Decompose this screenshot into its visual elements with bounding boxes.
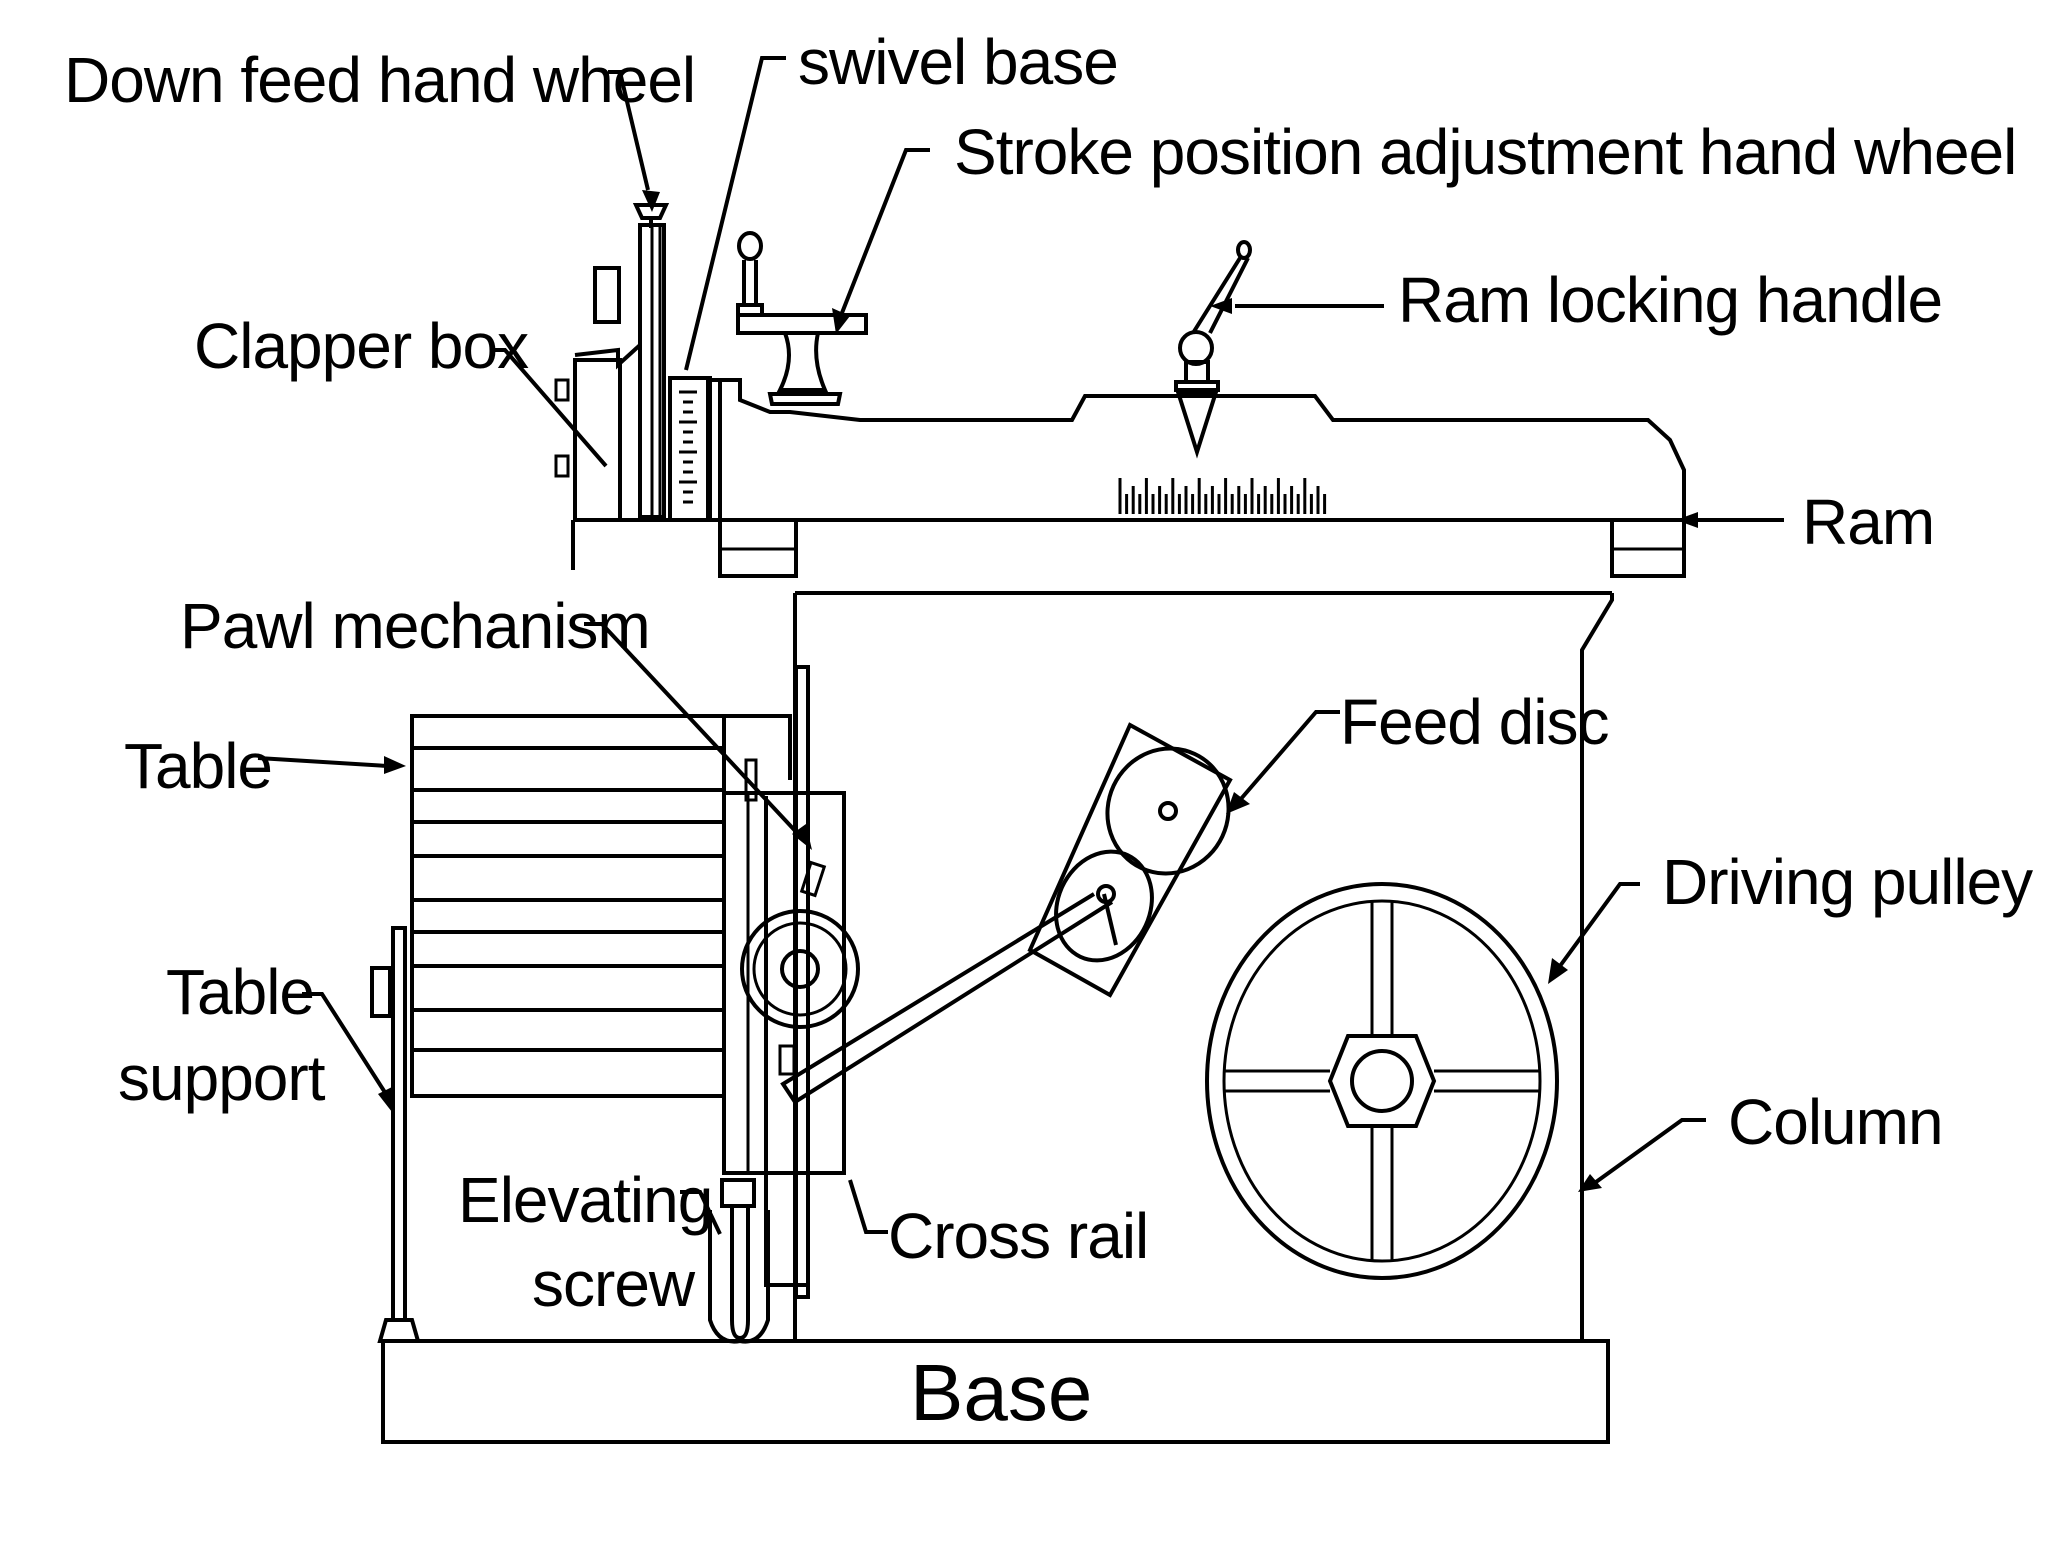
- leader-lines: [257, 56, 1784, 1235]
- label-ram: Ram: [1802, 486, 1934, 558]
- feed-disc-part: [780, 722, 1233, 1105]
- label-swivel-base: swivel base: [798, 26, 1118, 98]
- label-table-support-1: Table: [166, 956, 314, 1028]
- tool-head-part: [554, 203, 722, 570]
- label-table-support-2: support: [118, 1042, 326, 1114]
- table-support-part: [370, 926, 421, 1343]
- label-ram-locking-handle: Ram locking handle: [1398, 264, 1942, 336]
- table-slots: [412, 746, 724, 1052]
- label-elevating-screw-2: screw: [532, 1248, 696, 1320]
- swivel-scale: [679, 390, 697, 504]
- driving-pulley-part: [1205, 882, 1559, 1280]
- elevating-screw-part: [708, 1178, 770, 1344]
- pawl-mechanism-part: [740, 860, 860, 1076]
- ram-part: [580, 378, 1686, 578]
- stroke-position-hand-wheel: [736, 231, 868, 406]
- label-clapper-box: Clapper box: [194, 310, 529, 382]
- label-down-feed-hand-wheel: Down feed hand wheel: [64, 44, 695, 116]
- label-cross-rail: Cross rail: [888, 1200, 1148, 1272]
- label-driving-pulley: Driving pulley: [1662, 846, 2033, 918]
- label-stroke-position: Stroke position adjustment hand wheel: [954, 116, 2016, 188]
- label-table: Table: [124, 730, 272, 802]
- label-column: Column: [1728, 1086, 1943, 1158]
- label-elevating-screw-1: Elevating: [458, 1164, 712, 1236]
- label-pawl-mechanism: Pawl mechanism: [180, 590, 650, 662]
- label-feed-disc: Feed disc: [1340, 686, 1608, 758]
- ram-locking-handle-part: [1174, 240, 1252, 459]
- base-part: [381, 1339, 1610, 1444]
- label-base: Base: [910, 1348, 1092, 1437]
- ram-scale: [1118, 478, 1327, 514]
- labels: Down feed hand wheel swivel base Stroke …: [64, 26, 2034, 1437]
- table-part: [410, 714, 792, 1098]
